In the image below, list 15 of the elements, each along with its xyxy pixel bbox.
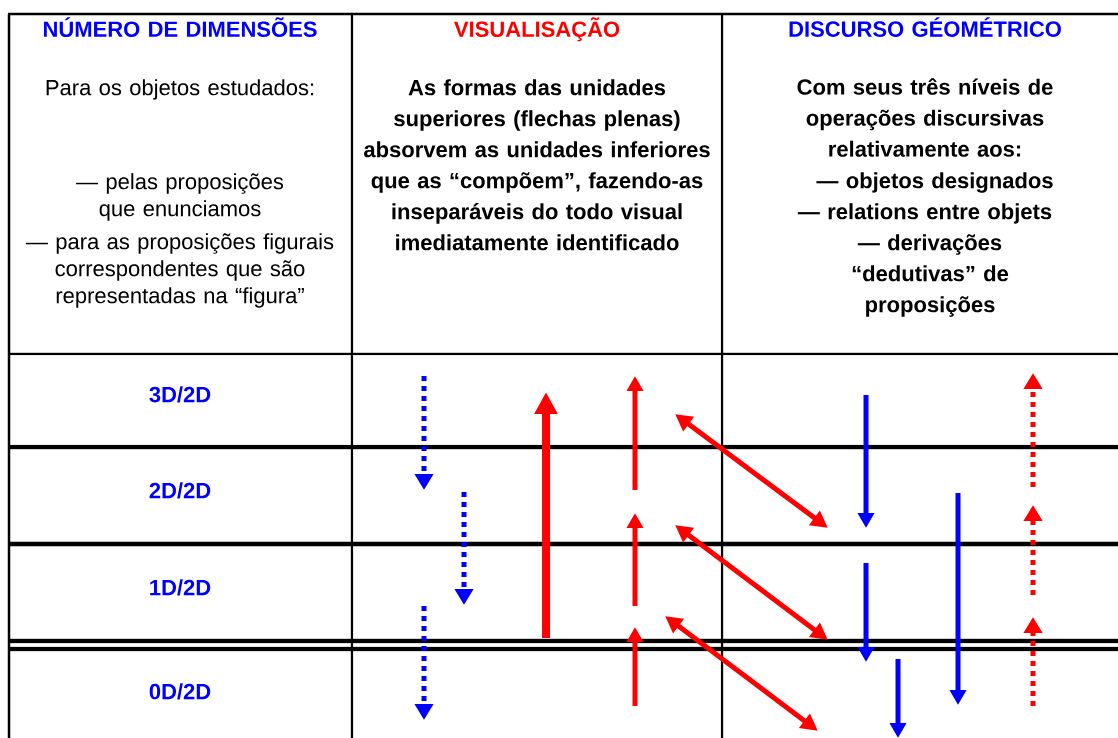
cell-text: — pelas proposições que enunciamos xyxy=(76,173,284,221)
row-label: 1D/2D xyxy=(150,579,211,596)
column-heading: NÚMERO DE DIMENSÕES xyxy=(43,17,317,37)
cell-text: — derivações “dedutivas” de proposições xyxy=(852,234,1009,317)
cell-text: — para as proposições figurais correspondentes que são representadas na “figura” xyxy=(25,233,334,308)
row-label: 0D/2D xyxy=(149,683,211,700)
row-label: 3D/2D xyxy=(149,386,211,403)
row-label: 2D/2D xyxy=(149,482,211,499)
cell-text: Com seus três níveis de operações discursivas relativamente aos: xyxy=(797,78,1053,157)
column-heading: VISUALISAÇÃO xyxy=(454,17,620,42)
cell-text: — objetos designados xyxy=(816,172,1053,193)
cell-text: Para os objetos estudados: xyxy=(46,79,314,100)
column-heading: DISCURSO GÉOMÉTRICO xyxy=(789,17,1061,37)
cell-text: As formas das unidades superiores (flechas plenas) absorvem as unidades inferiores que as “compõem”, fazendo-as inseparáveis do todo visual imediatamente identificado xyxy=(364,79,710,251)
cell-text: — relations entre objets xyxy=(797,203,1052,224)
